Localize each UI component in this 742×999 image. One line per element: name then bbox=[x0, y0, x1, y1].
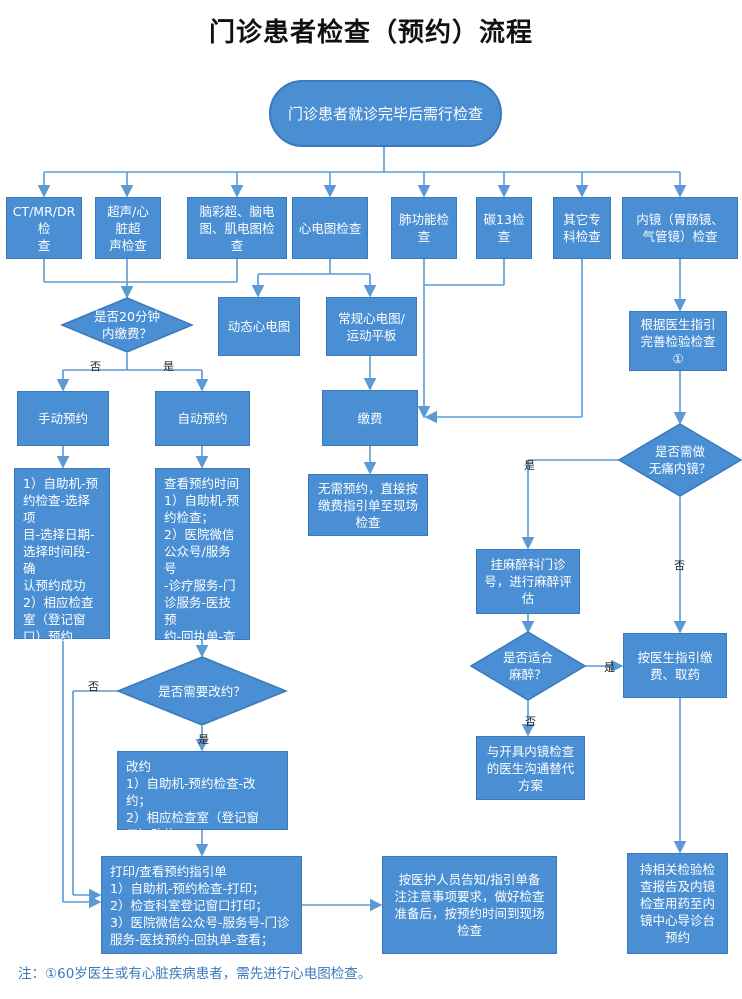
decision-suitable-diamond bbox=[469, 631, 587, 701]
label-no-painless: 否 bbox=[674, 559, 685, 572]
exam-endoscope: 内镜（胃肠镜、 气管镜）检查 bbox=[622, 197, 738, 259]
page-title: 门诊患者检查（预约）流程 bbox=[208, 18, 533, 48]
decision-painless-text: 是否需做 无痛内镜？ bbox=[648, 444, 712, 476]
print-box: 打印/查看预约指引单 1）自助机-预约检查-打印； 2）检查科室登记窗口打印； … bbox=[101, 856, 302, 954]
alternative-box: 与开具内镜检查 的医生沟通替代 方案 bbox=[476, 736, 585, 800]
ecg-routine: 常规心电图/ 运动平板 bbox=[326, 297, 417, 356]
final-box: 按医护人员告知/指引单备 注注意事项要求，做好检查 准备后，按预约时间到现场 检… bbox=[382, 856, 557, 954]
label-no-change: 否 bbox=[88, 680, 99, 693]
auto-detail: 查看预约时间 1）自助机-预 约检查； 2）医院微信 公众号/服务号 -诊疗服务… bbox=[155, 468, 250, 661]
manual-appointment: 手动预约 bbox=[17, 391, 109, 446]
no-appointment-box: 无需预约，直接按 缴费指引单至现场 检查 bbox=[308, 474, 428, 536]
label-yes-change: 是 bbox=[198, 733, 209, 746]
label-yes: 是 bbox=[163, 360, 174, 373]
exam-lung: 肺功能检 查 bbox=[391, 197, 457, 259]
decision-suitable-text: 是否适合 麻醉？ bbox=[502, 650, 553, 682]
exam-other: 其它专 科检查 bbox=[553, 197, 611, 259]
label-no-suitable: 否 bbox=[525, 715, 536, 728]
decision-pay-diamond bbox=[60, 297, 194, 353]
decision-change-diamond bbox=[116, 656, 288, 726]
exam-c13: 碳13检 查 bbox=[476, 197, 532, 259]
ecg-dynamic: 动态心电图 bbox=[218, 297, 300, 356]
exam-ultrasound: 超声/心脏超 声检查 bbox=[95, 197, 161, 259]
exam-brain: 脑彩超、脑电 图、肌电图检 查 bbox=[187, 197, 287, 259]
bring-reports-box: 持相关检验检 查报告及内镜 检查用药至内 镜中心导诊台 预约 bbox=[627, 853, 728, 954]
decision-change-text: 是否需要改约？ bbox=[158, 683, 246, 699]
pay-box: 缴费 bbox=[322, 390, 418, 446]
label-yes-painless: 是 bbox=[524, 459, 535, 472]
decision-painless-diamond bbox=[617, 423, 742, 497]
exam-ct: CT/MR/DR检 查 bbox=[6, 197, 82, 259]
start-node: 门诊患者就诊完毕后需行检查 bbox=[269, 80, 502, 147]
endo-guide: 根据医生指引 完善检验检查 ① bbox=[629, 311, 727, 371]
label-no: 否 bbox=[90, 360, 101, 373]
label-yes-suitable: 是 bbox=[604, 661, 615, 674]
change-box: 改约 1）自助机-预约检查-改约； 2）相应检查室（登记窗 口）改约 bbox=[117, 751, 288, 842]
footnote: 注：①60岁医生或有心脏疾病患者，需先进行心电图检查。 bbox=[18, 966, 372, 982]
pay-drugs-box: 按医生指引缴 费、取药 bbox=[623, 633, 727, 698]
decision-pay-text: 是否20分钟 内缴费？ bbox=[94, 309, 160, 341]
auto-appointment: 自动预约 bbox=[155, 391, 250, 446]
anesthesia-box: 挂麻醉科门诊 号，进行麻醉评 估 bbox=[476, 549, 580, 614]
manual-detail: 1）自助机-预 约检查-选择项 目-选择日期- 选择时间段-确 认预约成功 2）… bbox=[14, 468, 110, 644]
exam-ecg: 心电图检查 bbox=[292, 197, 368, 259]
